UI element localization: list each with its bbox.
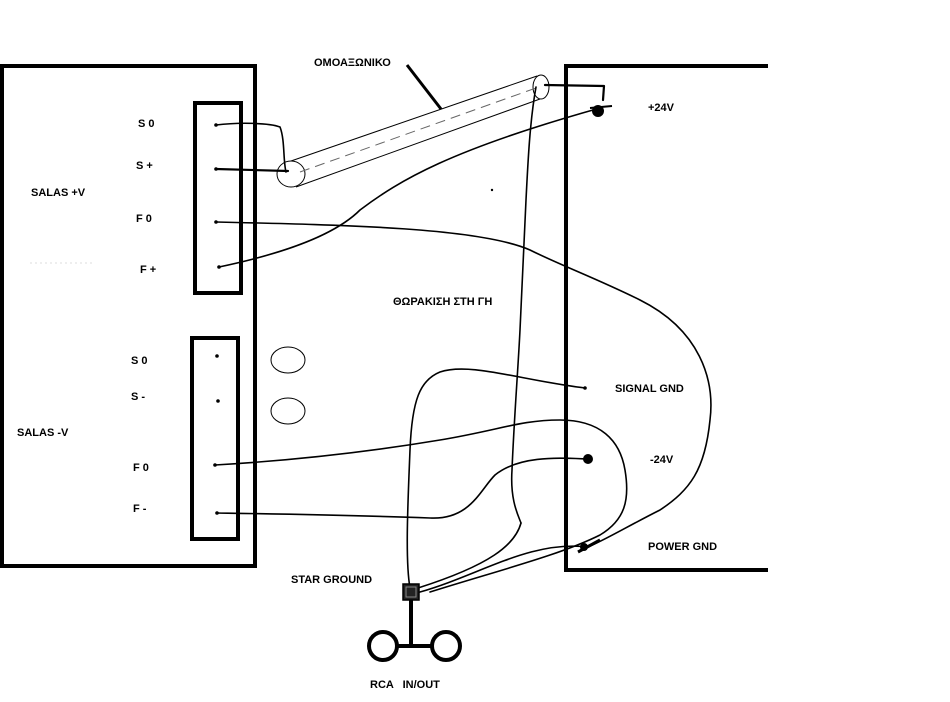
s0-bottom-label: S 0	[131, 355, 148, 367]
f0-top-label: F 0	[136, 213, 152, 225]
s-minus-label: S -	[131, 391, 145, 403]
shield-ground-label: ΘΩΡΑΚΙΣΗ ΣΤΗ ΓΗ	[393, 296, 492, 308]
f0-bottom-label: F 0	[133, 462, 149, 474]
salas-board	[0, 64, 257, 568]
salas-plus-label: SALAS +V	[31, 187, 86, 199]
terminal-block-positive	[193, 101, 243, 295]
minus24-connector	[583, 454, 593, 464]
coax-cable	[276, 64, 550, 192]
power-gnd-connector	[577, 538, 601, 554]
wire-f0-top	[215, 221, 712, 548]
wire-s-plus	[214, 167, 290, 173]
wire-power-gnd	[419, 545, 589, 593]
rca-connectors	[367, 600, 462, 662]
mount-hole-2	[270, 397, 306, 425]
salas-minus-label: SALAS -V	[17, 427, 69, 439]
terminal-block-negative	[190, 336, 240, 541]
f-minus-label: F -	[133, 503, 147, 515]
terminal-points	[213, 123, 221, 515]
signal-gnd-terminal	[583, 386, 587, 390]
s-plus-label: S +	[136, 160, 153, 172]
power-gnd-label: POWER GND	[648, 541, 717, 553]
plus24-label: +24V	[648, 102, 675, 114]
wire-s0	[215, 122, 287, 173]
wire-coax-to-plus24	[543, 83, 606, 102]
coax-label: ΟΜΟΑΞΩΝΙΚΟ	[314, 57, 391, 69]
wire-f-minus	[216, 457, 589, 519]
s0-top-label: S 0	[138, 118, 155, 130]
power-supply-board	[564, 64, 768, 572]
rca-label: RCA IN/OUT	[370, 679, 440, 691]
wire-f-plus	[218, 107, 601, 268]
f-plus-label: F +	[140, 264, 156, 276]
wire-shield-to-star	[417, 522, 522, 589]
signal-gnd-label: SIGNAL GND	[615, 383, 684, 395]
wire-signal-gnd	[406, 368, 586, 589]
mount-hole-1	[270, 346, 306, 374]
wire-f0-bottom	[214, 419, 628, 593]
star-ground-node	[402, 583, 420, 601]
wire-shield-ground	[510, 86, 537, 524]
star-ground-label: STAR GROUND	[291, 574, 372, 586]
minus24-label: -24V	[650, 454, 674, 466]
plus24-connector	[589, 105, 613, 117]
